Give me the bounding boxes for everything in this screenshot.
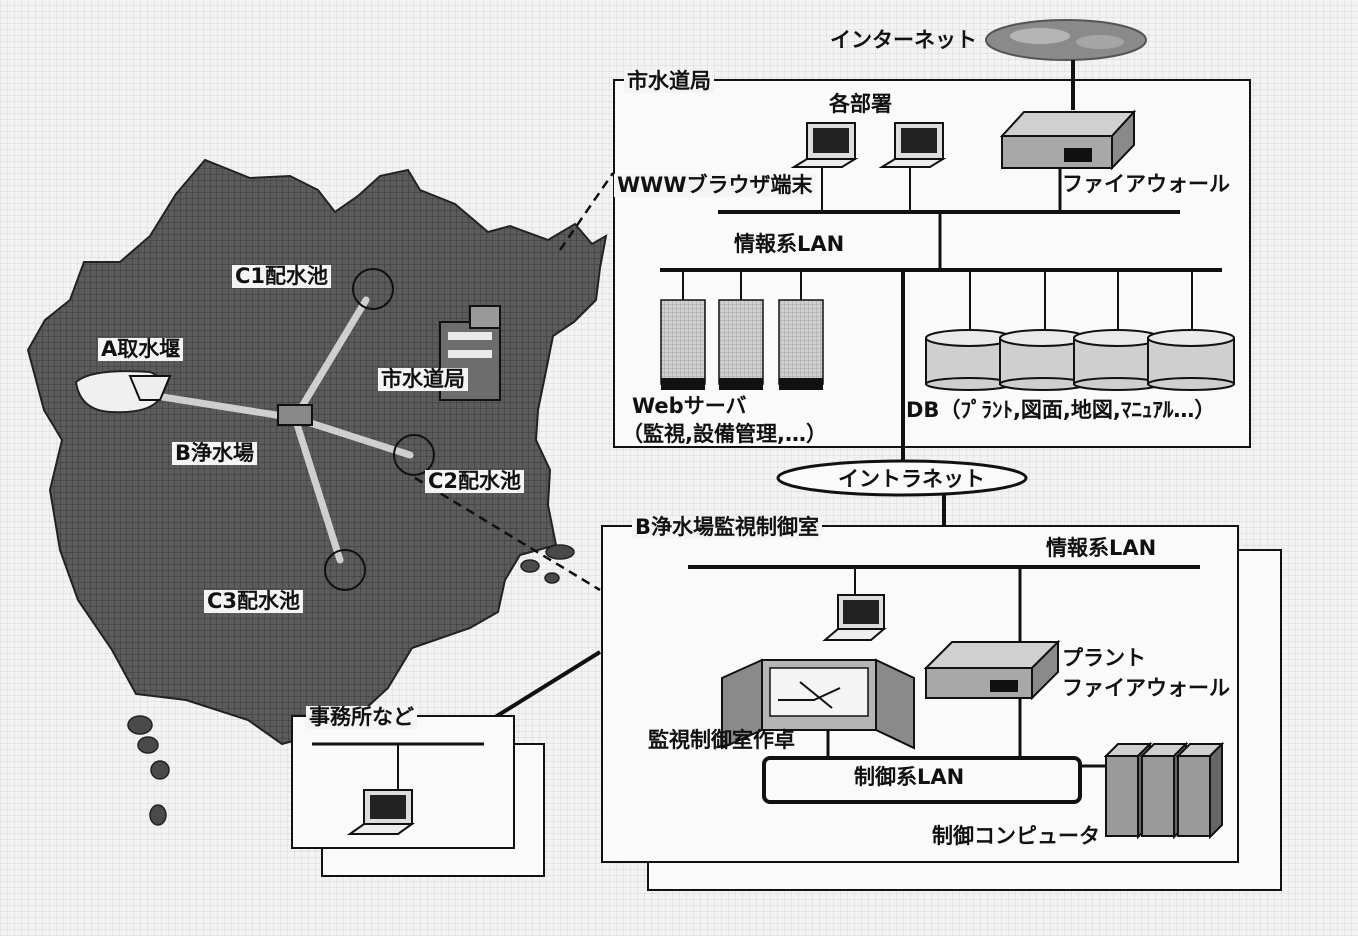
pipelines (146, 296, 414, 564)
db-label: DB（ﾌﾟﾗﾝﾄ,図面,地図,ﾏﾆｭｱﾙ…） (906, 398, 1216, 422)
internet-label: インターネット (830, 28, 977, 52)
control-lan (762, 756, 1082, 804)
firewall-icon (999, 109, 1137, 171)
browser-label: WWWブラウザ端末 (614, 174, 816, 197)
office-title: 事務所など (306, 706, 417, 729)
map-c1-label: C1配水池 (232, 265, 332, 288)
dam-icon (128, 375, 172, 401)
plant-firewall-label-2: ファイアウォール (1062, 676, 1230, 700)
map-c3-label: C3配水池 (204, 590, 304, 613)
map-b-label: B浄水場 (172, 442, 258, 465)
plant-firewall-icon (923, 639, 1061, 701)
plant-room-title: B浄水場監視制御室 (632, 516, 823, 539)
web-server-label: Webサーバ (632, 394, 747, 418)
laptop-icon (790, 122, 859, 168)
zoom-dashed-lines (414, 172, 615, 592)
city-building-icon (439, 305, 501, 401)
plant-info-lan-label: 情報系LAN (1046, 536, 1157, 560)
map-city-label: 市水道局 (378, 368, 468, 391)
laptop-icon (346, 789, 416, 835)
intranet-ellipse (776, 459, 1028, 497)
city-water-title: 市水道局 (624, 70, 714, 93)
intranet-label: イントラネット (838, 467, 985, 491)
laptop-icon (878, 122, 947, 168)
server-icons (660, 270, 824, 390)
map-c2-label: C2配水池 (425, 470, 525, 493)
plant-icon (277, 404, 313, 426)
control-lan-label: 制御系LAN (854, 765, 965, 789)
region-map (26, 158, 608, 746)
console-icon (721, 658, 915, 750)
departments-label: 各部署 (829, 92, 892, 116)
console-label: 監視制御室作卓 (648, 728, 795, 752)
info-lan-label: 情報系LAN (734, 232, 845, 256)
reservoir-circles (324, 268, 435, 591)
control-computer-icons (1103, 741, 1225, 840)
web-server-sub-label: （監視,設備管理,…） (622, 422, 827, 446)
islands (127, 544, 575, 826)
map-a-label: A取水堰 (98, 338, 184, 361)
plant-firewall-label-1: プラント (1062, 646, 1146, 670)
firewall-label: ファイアウォール (1062, 172, 1230, 196)
laptop-icon (822, 594, 887, 641)
db-cylinders (925, 270, 1235, 391)
control-computer-label: 制御コンピュータ (932, 824, 1100, 848)
